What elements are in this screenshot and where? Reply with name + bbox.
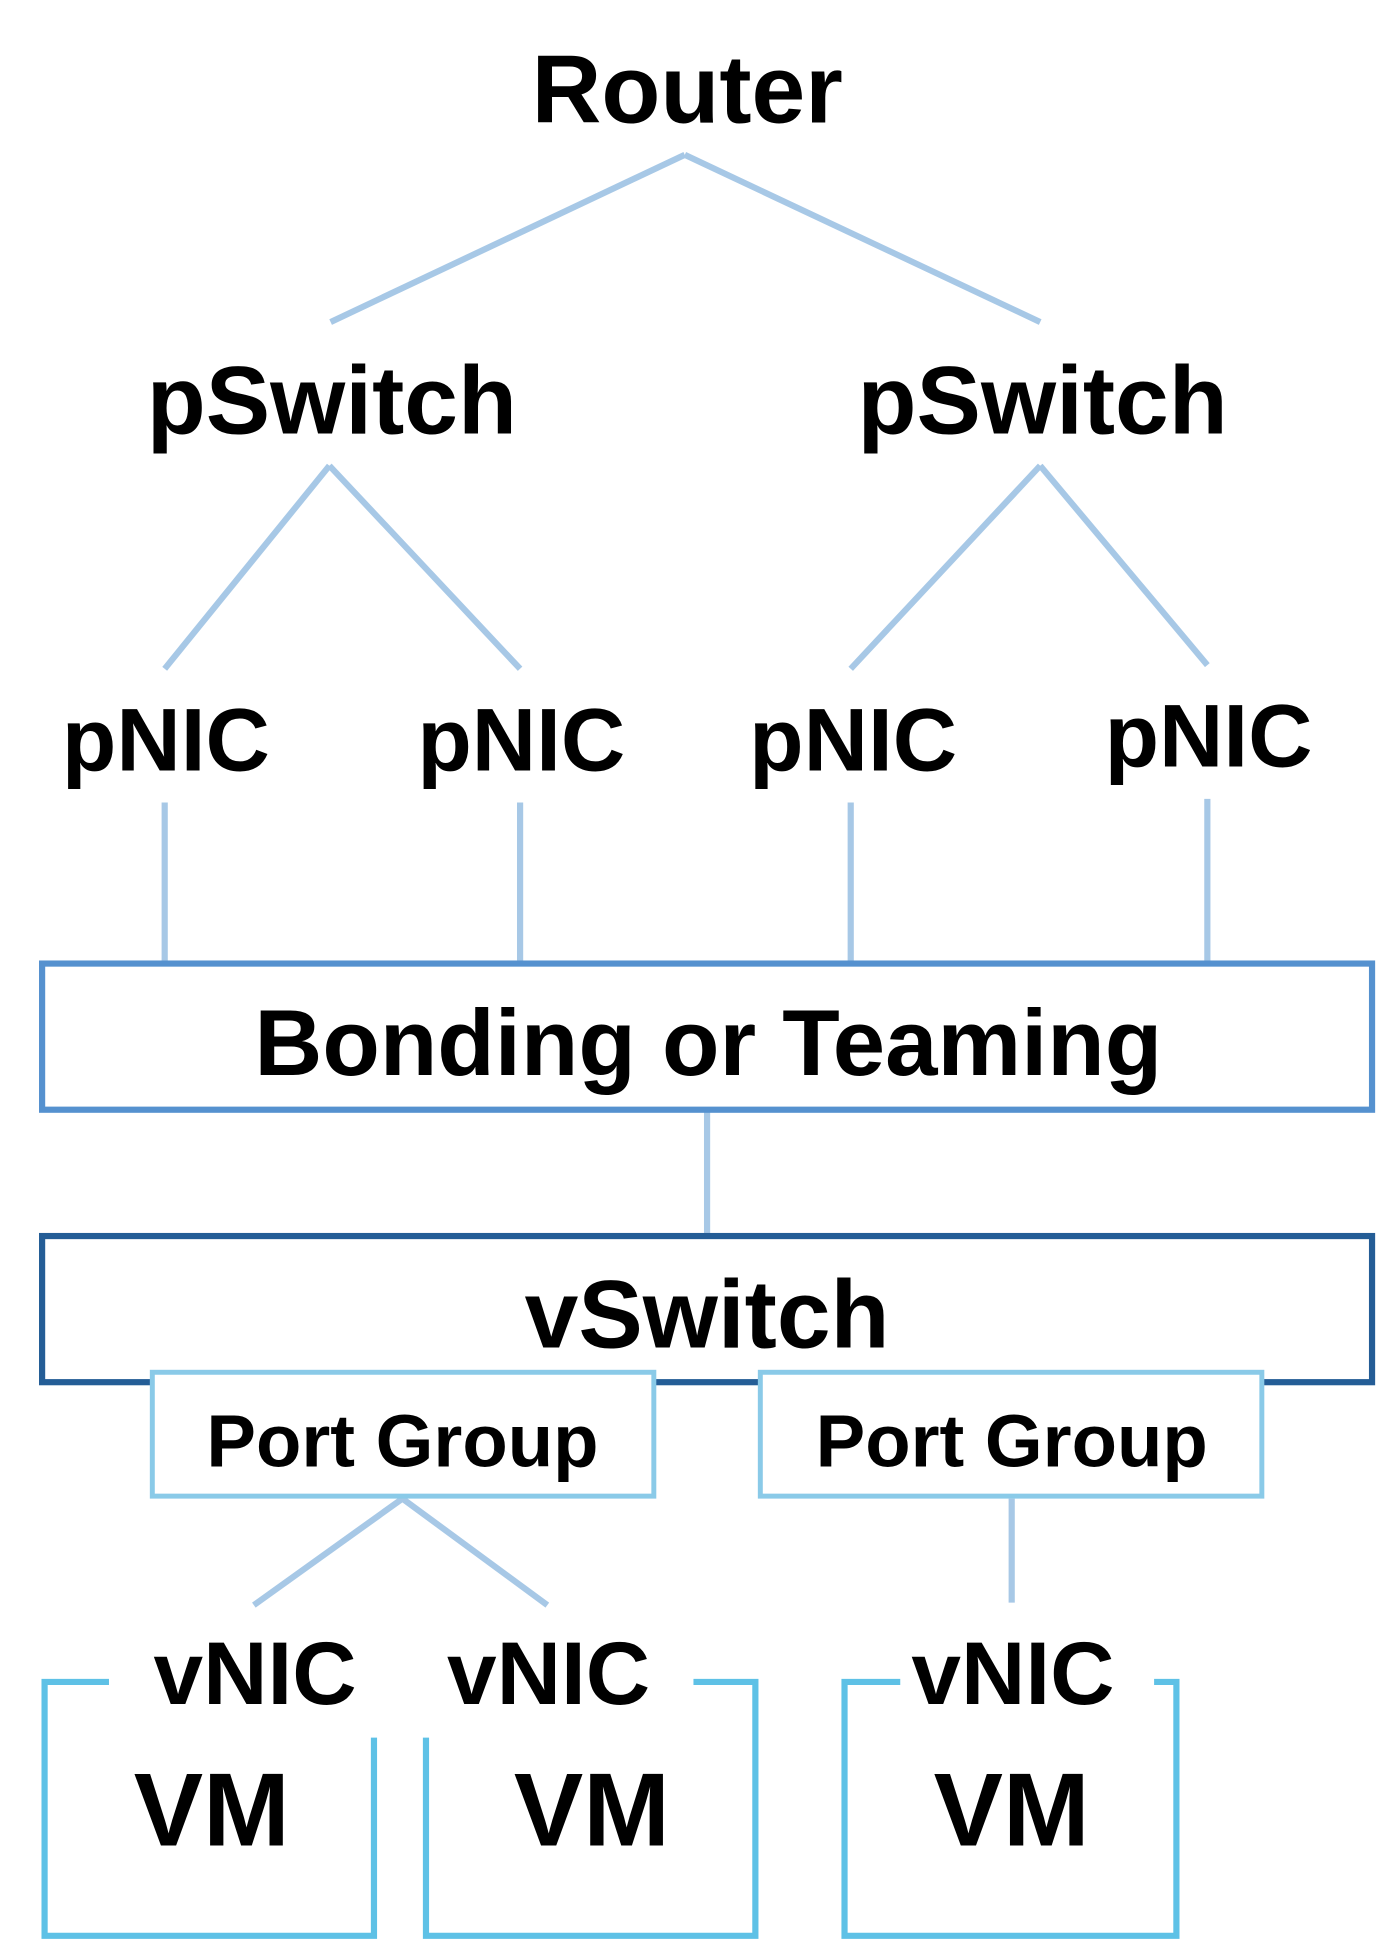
portgroup-right-label: Port Group [816,1399,1208,1482]
link-pswitch-left-pnic-1 [162,463,332,671]
vm-1-label: VM [134,1752,290,1868]
pnic-3-label: pNIC [749,689,957,789]
link-portgroup-left-vnic-1 [252,1496,405,1608]
link-pswitch-right-pnic-3 [848,463,1043,671]
portgroup-left-label: Port Group [206,1399,598,1482]
vnic-3-label: vNIC [911,1623,1114,1723]
link-router-pswitch-right [683,152,1042,325]
portgroup-left-box [149,1369,657,1499]
connectors [161,152,1211,1608]
vm-3-bracket [841,1678,1180,1939]
bonding-box [39,960,1376,1113]
router-label: Router [532,37,843,144]
portgroup-right-box [757,1369,1265,1499]
bonding-label: Bonding or Teaming [254,990,1162,1095]
vswitch-box [39,1232,1376,1386]
vnic-1-label: vNIC [154,1623,357,1723]
vm-3-label: VM [934,1752,1090,1868]
link-pswitch-right-pnic-4 [1037,463,1210,668]
pnic-1-label: pNIC [62,689,270,789]
pswitch-right-label: pSwitch [858,347,1228,454]
vm-1-bracket [41,1678,378,1939]
link-pswitch-left-pnic-2 [327,463,523,671]
vm-2-label: VM [514,1752,670,1868]
vswitch-label: vSwitch [525,1262,890,1369]
vm-2-bracket [422,1678,759,1939]
pnic-4-label: pNIC [1105,686,1313,786]
vnic-2-label: vNIC [447,1623,650,1723]
pswitch-left-label: pSwitch [147,347,517,454]
vm-brackets [41,1678,1180,1939]
pnic-2-label: pNIC [417,689,625,789]
link-router-pswitch-left [329,152,687,325]
link-portgroup-left-vnic-2 [400,1496,550,1608]
